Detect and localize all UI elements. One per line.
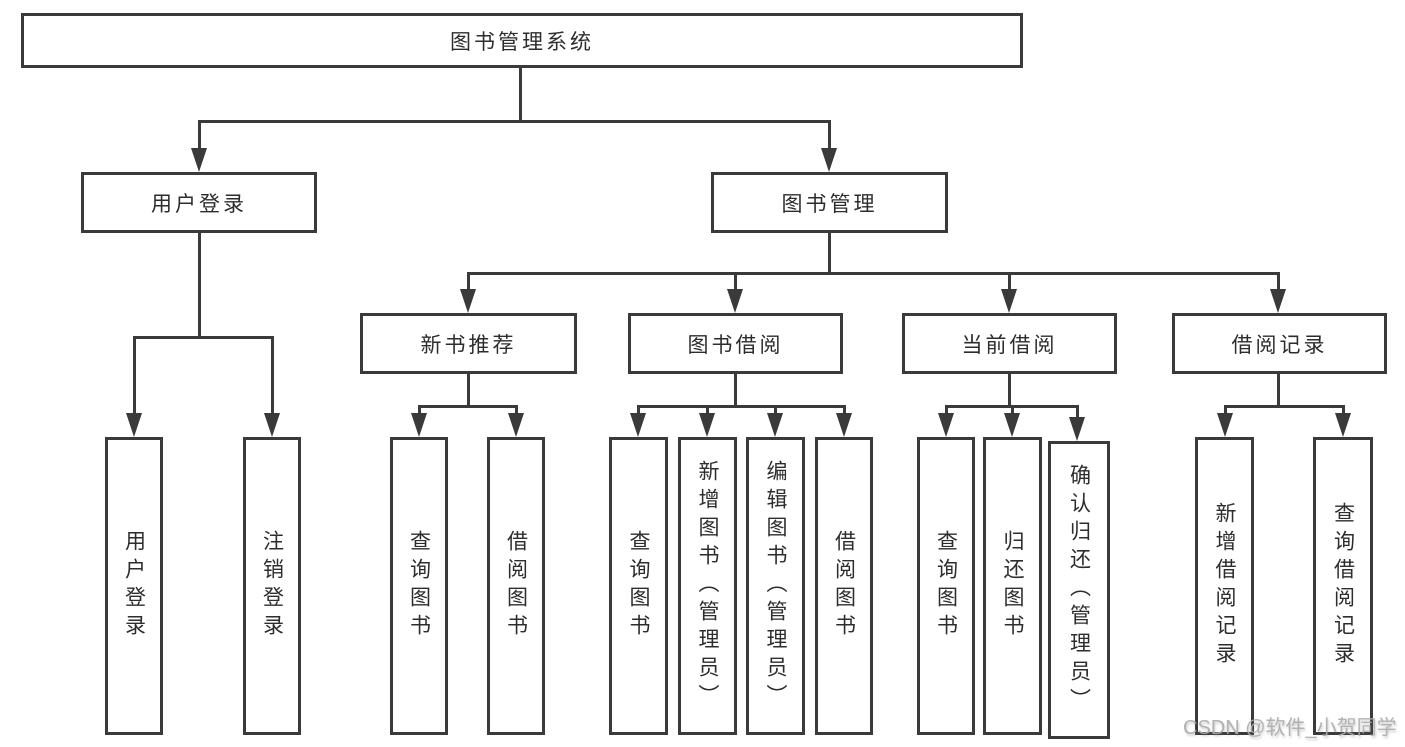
connector-branch — [843, 405, 846, 417]
leaf-query-books-recommend: 查询图书 — [390, 437, 448, 735]
arrow-down-icon — [767, 413, 783, 437]
connector-branch-book-management — [828, 120, 831, 150]
leaf-add-borrow-record: 新增借阅记录 — [1195, 437, 1254, 735]
node-label: 图书借阅 — [687, 333, 784, 357]
arrow-down-icon — [264, 413, 280, 437]
node-label: 借阅记录 — [1231, 333, 1328, 357]
arrow-down-icon — [1217, 413, 1233, 437]
connector-root-rail — [198, 120, 831, 123]
leaf-user-login: 用户登录 — [105, 437, 163, 735]
leaf-label: 注销登录 — [260, 530, 284, 642]
connector-recommend-rail — [418, 405, 517, 408]
arrow-down-icon — [1004, 413, 1020, 437]
leaf-query-books-borrow: 查询图书 — [609, 437, 668, 735]
arrow-down-icon — [411, 413, 427, 437]
leaf-label: 确认归还（管理员） — [1067, 464, 1091, 716]
leaf-label: 借阅图书 — [504, 530, 528, 642]
leaf-label: 查询借阅记录 — [1331, 502, 1355, 670]
arrow-down-icon — [699, 413, 715, 437]
arrow-down-icon — [126, 413, 142, 437]
leaf-label: 查询图书 — [627, 530, 650, 642]
arrow-down-icon — [1001, 289, 1017, 313]
leaf-borrow-books: 借阅图书 — [815, 437, 873, 735]
leaf-return-books: 归还图书 — [983, 437, 1042, 735]
connector-branch — [133, 336, 136, 416]
arrow-down-icon — [1270, 289, 1286, 313]
connector-branch — [1008, 272, 1011, 292]
leaf-query-books-current: 查询图书 — [917, 437, 975, 735]
leaf-logout: 注销登录 — [243, 437, 301, 735]
leaf-label: 新增借阅记录 — [1213, 502, 1236, 670]
leaf-label: 查询图书 — [934, 530, 958, 642]
leaf-label: 查询图书 — [407, 530, 431, 642]
leaf-label: 借阅图书 — [832, 530, 856, 642]
connector-branch-user-login — [198, 120, 201, 150]
node-label: 当前借阅 — [961, 333, 1058, 357]
connector-branch — [945, 405, 948, 417]
node-book-management: 图书管理 — [711, 172, 948, 233]
arrow-down-icon — [1069, 417, 1085, 441]
leaf-label: 新增图书（管理员） — [696, 460, 719, 712]
connector-branch — [1277, 272, 1280, 292]
arrow-down-icon — [630, 413, 646, 437]
connector-branch — [467, 272, 470, 292]
node-label: 用户登录 — [151, 192, 247, 216]
leaf-edit-books-admin: 编辑图书（管理员） — [746, 437, 805, 735]
arrow-down-icon — [1335, 413, 1351, 437]
csdn-watermark: CSDN @软件_小贺同学 — [1183, 717, 1397, 739]
connector-borrow-stub — [734, 374, 737, 408]
connector-login-stub — [198, 233, 201, 339]
node-label: 图书管理系统 — [450, 30, 594, 54]
connector-records-rail — [1224, 405, 1344, 408]
arrow-down-icon — [460, 289, 476, 313]
connector-login-rail — [133, 336, 274, 339]
node-borrowing-records: 借阅记录 — [1172, 313, 1387, 374]
connector-branch — [706, 405, 709, 417]
connector-branch — [418, 405, 421, 417]
node-user-login: 用户登录 — [81, 172, 317, 233]
leaf-label: 编辑图书（管理员） — [764, 460, 787, 712]
connector-records-stub — [1277, 374, 1280, 408]
node-label: 图书管理 — [781, 192, 878, 216]
leaf-add-books-admin: 新增图书（管理员） — [678, 437, 737, 735]
connector-branch — [271, 336, 274, 416]
arrow-down-icon — [508, 413, 524, 437]
leaf-label: 用户登录 — [122, 530, 146, 642]
node-library-management-system: 图书管理系统 — [21, 13, 1023, 68]
node-new-book-recommendation: 新书推荐 — [360, 313, 577, 374]
arrow-down-icon — [727, 289, 743, 313]
connector-branch — [1342, 405, 1345, 417]
connector-branch — [774, 405, 777, 417]
arrow-down-icon — [191, 148, 207, 172]
node-current-borrowing: 当前借阅 — [902, 313, 1117, 374]
connector-current-stub — [1008, 374, 1011, 408]
connector-branch — [637, 405, 640, 417]
connector-recommend-stub — [467, 374, 470, 408]
arrow-down-icon — [938, 413, 954, 437]
connector-branch — [1076, 405, 1079, 419]
leaf-confirm-return-admin: 确认归还（管理员） — [1048, 441, 1110, 739]
connector-management-stub — [828, 233, 831, 275]
connector-branch — [1011, 405, 1014, 417]
leaf-query-borrow-record: 查询借阅记录 — [1313, 437, 1373, 735]
connector-root-stub — [519, 68, 522, 122]
connector-borrow-rail — [637, 405, 846, 408]
arrow-down-icon — [836, 413, 852, 437]
arrow-down-icon — [821, 148, 837, 172]
connector-branch — [515, 405, 518, 417]
connector-branch — [734, 272, 737, 292]
node-book-borrowing: 图书借阅 — [628, 313, 843, 374]
connector-management-rail — [467, 272, 1280, 275]
node-label: 新书推荐 — [420, 333, 517, 357]
connector-branch — [1224, 405, 1227, 417]
leaf-borrow-books-recommend: 借阅图书 — [487, 437, 545, 735]
leaf-label: 归还图书 — [1001, 530, 1024, 642]
